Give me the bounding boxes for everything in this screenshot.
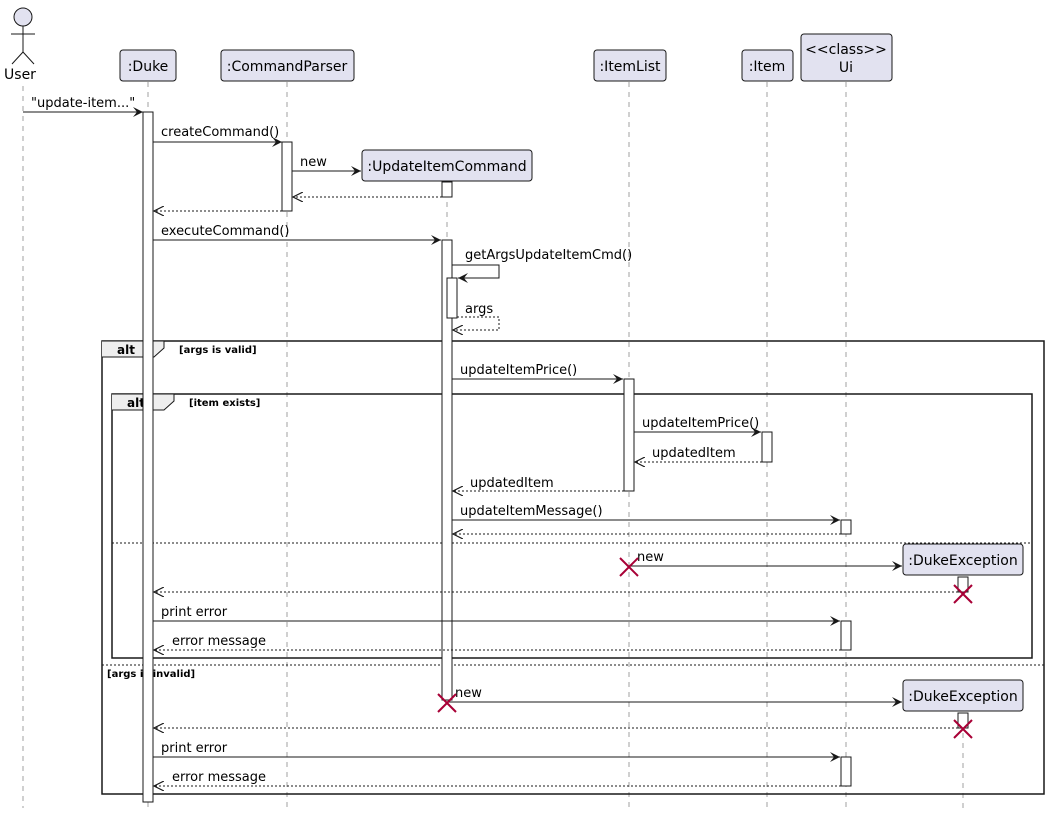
participant-command-parser: :CommandParser [220,49,355,82]
participant-user: User [4,7,36,83]
message-label-3: new [300,155,327,170]
destroy-mark-item-list [619,557,639,577]
message-label-1: "update-item..." [31,96,135,111]
return-arrow-args [453,316,500,330]
participant-item: :Item [741,49,794,82]
participant-label-user: User [4,67,36,83]
message-label-5: getArgsUpdateItemCmd() [465,248,632,263]
activation-update-item-command-self [446,277,458,319]
activation-command-parser [281,141,293,212]
participant-label-command-parser: :CommandParser [227,59,348,75]
participant-label-ui: Ui [839,60,853,76]
participant-label-duke-exception-1: :DukeException [908,553,1018,569]
message-label-14: error message [172,634,266,649]
activation-duke-exception-1 [957,576,969,593]
participant-duke: :Duke [119,49,177,82]
lifelines [22,82,964,808]
messages: "update-item..." createCommand() new exe… [23,96,958,786]
activation-update-item-command [441,239,453,701]
message-label-4: executeCommand() [161,224,290,239]
activation-item [761,431,773,463]
message-label-9: updatedItem [652,446,736,461]
participant-update-item-command: :UpdateItemCommand [361,149,533,182]
participant-duke-exception-1: :DukeException [902,543,1024,576]
message-label-16: print error [161,741,228,756]
participant-ui: <<class>> Ui [800,33,893,82]
message-label-11: updateItemMessage() [460,504,603,519]
message-label-8: updateItemPrice() [642,416,759,431]
participant-label-duke-exception-2: :DukeException [908,689,1018,705]
destroy-mark-update-item-command [437,693,457,713]
message-label-10: updatedItem [470,476,554,491]
message-label-7: updateItemPrice() [460,363,577,378]
message-label-12: new [637,550,664,565]
destroy-mark-duke-exception-1 [953,584,973,604]
destroy-mark-duke-exception-2 [953,719,973,739]
participant-label-duke: :Duke [128,59,169,75]
activation-ui-1 [840,519,852,535]
activation-update-item-command-init [441,181,453,198]
outer-alt-guard: [args is valid] [179,345,257,356]
activation-duke [142,111,154,803]
activation-ui-2 [840,620,852,651]
activation-item-list [623,378,635,492]
participant-stereotype-ui: <<class>> [805,42,887,58]
participant-label-update-item-command: :UpdateItemCommand [367,159,526,175]
actor-icon [11,7,35,65]
message-arrow-5-self [452,264,500,283]
participant-item-list: :ItemList [593,49,667,82]
message-label-17: error message [172,770,266,785]
destroy-marks [437,557,973,739]
activation-ui-3 [840,756,852,787]
outer-alt-keyword: alt [117,343,135,357]
participant-label-item: :Item [749,59,786,75]
message-label-13: print error [161,605,228,620]
fragment-inner-alt: alt [item exists] [111,393,1033,659]
activations [142,111,969,803]
inner-alt-keyword: alt [127,396,145,410]
participant-label-item-list: :ItemList [599,59,661,75]
participant-duke-exception-2: :DukeException [902,679,1024,712]
message-label-15: new [455,686,482,701]
message-label-2: createCommand() [161,125,279,140]
inner-alt-guard: [item exists] [189,398,260,409]
message-label-6: args [465,302,493,317]
